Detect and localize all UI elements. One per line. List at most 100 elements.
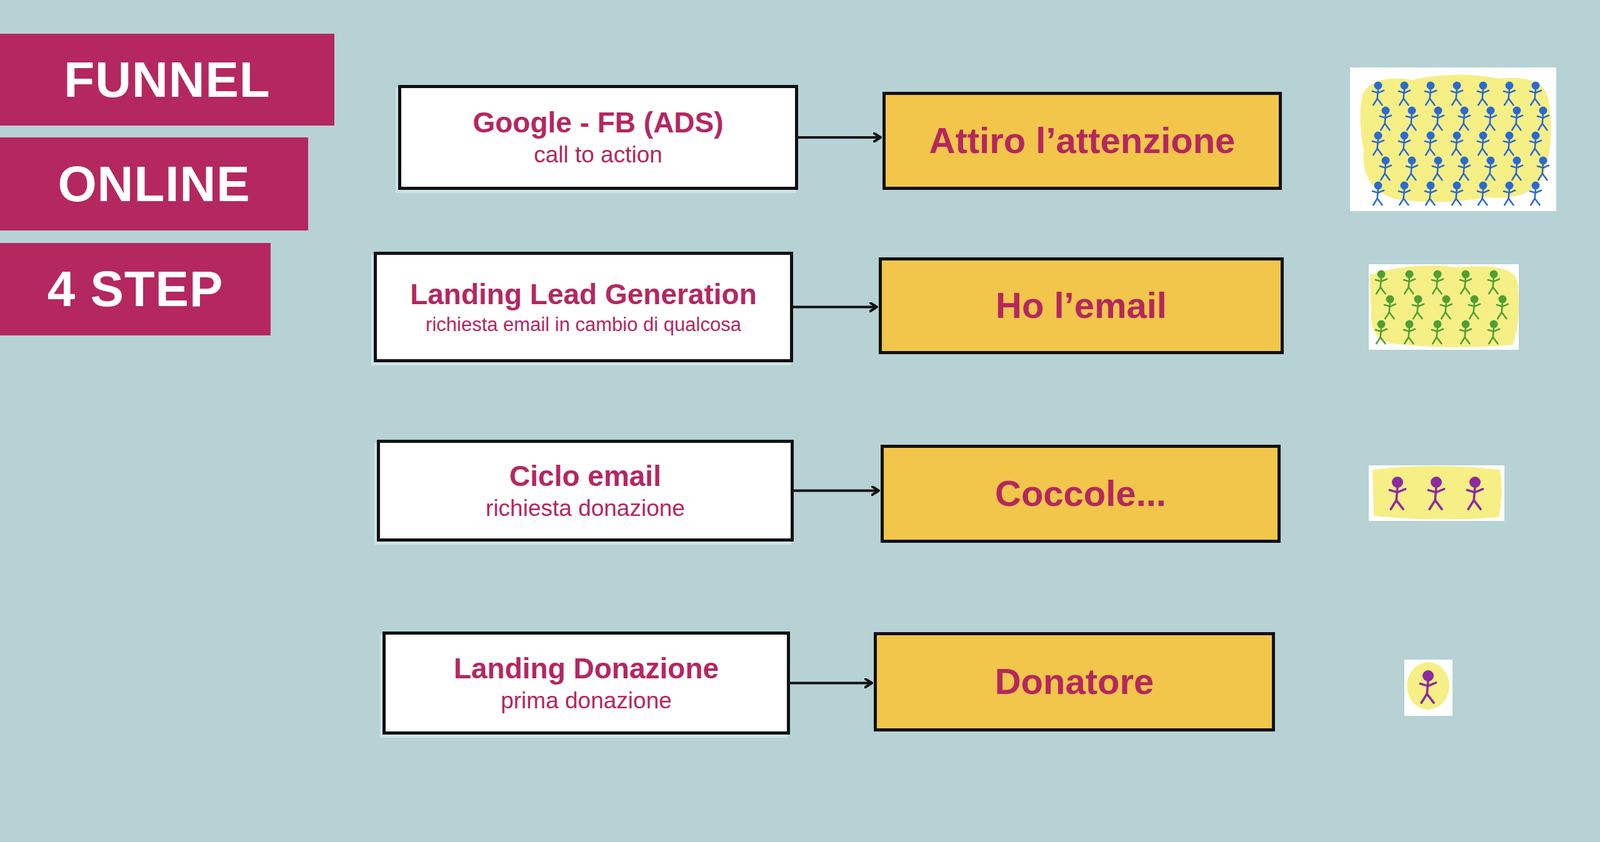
stick-figure (1431, 271, 1444, 294)
figure-stroke (1485, 165, 1497, 169)
figure-stroke (1503, 90, 1515, 94)
figure-stroke (1490, 271, 1497, 278)
flow-arrow (793, 306, 877, 309)
figure-stroke (1542, 113, 1544, 124)
figure-stroke (1468, 304, 1480, 307)
figure-stroke (1408, 107, 1415, 114)
figure-stroke (1425, 90, 1437, 94)
figure-stroke (1451, 98, 1461, 105)
figure-stroke (1485, 173, 1495, 180)
highlight-blob (1370, 265, 1519, 348)
figure-stroke (1393, 478, 1402, 487)
figure-stroke (1427, 182, 1434, 189)
figure-stroke (1408, 327, 1410, 338)
figure-stroke (1460, 329, 1472, 332)
figure-stroke (1488, 337, 1498, 344)
figure-stroke (1453, 182, 1460, 189)
stick-figure (1460, 321, 1472, 344)
figure-stroke (1425, 98, 1435, 105)
figure-stroke (1537, 115, 1549, 119)
outcome-box: Attiro l’attenzione (882, 91, 1282, 190)
figure-stroke (1406, 115, 1418, 119)
figure-stroke (1389, 302, 1390, 313)
figure-stroke (1516, 113, 1517, 124)
figure-stroke (1485, 115, 1497, 119)
figure-stroke (1380, 115, 1392, 119)
figure-stroke (1496, 304, 1509, 307)
box-subtitle: prima donazione (500, 688, 672, 715)
figure-stroke (1465, 277, 1466, 288)
figure-stroke (1406, 123, 1416, 130)
illustration-card (1404, 660, 1453, 717)
figure-stroke (1511, 123, 1521, 130)
figure-stroke (1406, 165, 1418, 169)
figure-stroke (1451, 198, 1461, 205)
figure-stroke (1537, 165, 1549, 169)
stick-figure (1403, 321, 1415, 344)
step-box: Google - FB (ADS)call to action (398, 85, 799, 190)
figure-stroke (1540, 107, 1547, 114)
figure-stroke (1456, 138, 1457, 149)
figure-stroke (1375, 182, 1382, 189)
figure-stroke (1380, 165, 1392, 169)
stick-figure (1460, 271, 1472, 294)
figure-stroke (1375, 132, 1382, 139)
figure-stroke (1435, 486, 1437, 501)
box-heading: FUNNEL (63, 51, 270, 109)
figure-stroke (1432, 287, 1442, 294)
figure-stroke (1404, 337, 1414, 344)
figure-stroke (1453, 132, 1460, 139)
figure-stroke (1376, 287, 1385, 294)
figure-stroke (1385, 312, 1394, 319)
figure-stroke (1445, 302, 1447, 313)
figure-stroke (1530, 148, 1540, 155)
figure-stroke (1459, 173, 1469, 180)
figure-stroke (1377, 88, 1379, 99)
stick-figure (1537, 107, 1549, 130)
figure-stroke (1428, 489, 1444, 493)
figure-stroke (1431, 478, 1441, 487)
title-band: ONLINE (0, 137, 309, 231)
figure-stroke (1380, 173, 1390, 180)
stick-figure (1398, 132, 1410, 155)
figure-stroke (1431, 329, 1444, 332)
figure-stroke (1482, 188, 1484, 199)
figure-stroke (1385, 163, 1386, 174)
figure-stroke (1385, 113, 1386, 124)
figure-stroke (1386, 296, 1394, 303)
figure-stroke (1493, 327, 1494, 338)
figure-stroke (1389, 489, 1405, 493)
figure-stroke (1504, 198, 1514, 205)
figure-stroke (1530, 98, 1540, 105)
figure-stroke (1508, 88, 1510, 99)
figure-stroke (1463, 113, 1465, 124)
stick-figure (1503, 82, 1515, 105)
figure-stroke (1398, 190, 1410, 194)
stick-figure (1485, 107, 1497, 130)
stick-figure (1398, 182, 1410, 205)
figure-stroke (1506, 82, 1513, 89)
figure-stroke (1490, 163, 1491, 174)
stick-figure (1468, 296, 1480, 319)
figure-stroke (1399, 198, 1409, 205)
figure-stroke (1530, 190, 1542, 194)
figure-stroke (1459, 123, 1469, 130)
figure-stroke (1436, 327, 1438, 338)
stick-figure (1406, 157, 1418, 180)
figure-stroke (1373, 98, 1382, 105)
box-heading: ONLINE (57, 155, 250, 214)
stick-figure (1425, 132, 1437, 155)
figure-stroke (1532, 182, 1539, 189)
figure-stroke (1451, 190, 1463, 194)
stick-figure (1389, 478, 1405, 510)
stick-figure (1496, 296, 1509, 319)
stick-figure (1380, 157, 1392, 180)
figure-stroke (1399, 148, 1409, 155)
stick-figure (1485, 157, 1497, 180)
figure-stroke (1493, 277, 1494, 288)
stick-figure (1384, 296, 1396, 319)
figure-stroke (1433, 123, 1442, 130)
figure-stroke (1487, 107, 1494, 114)
